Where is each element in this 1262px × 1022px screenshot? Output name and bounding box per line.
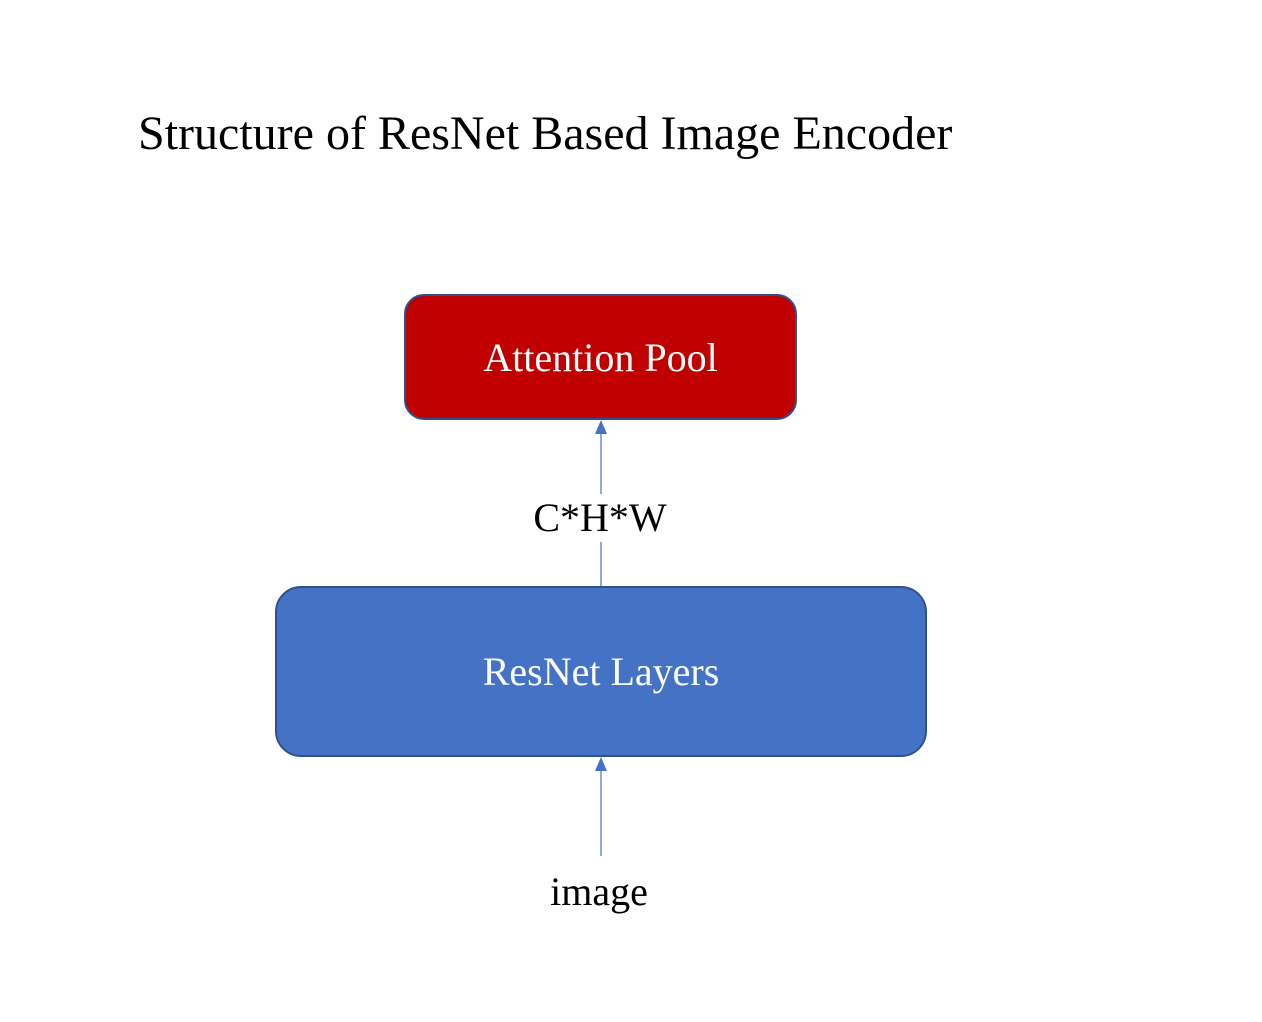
arrow-image-to-resnet: [595, 757, 607, 856]
attention-pool-box: Attention Pool: [404, 294, 797, 420]
input-image-label: image: [550, 869, 648, 914]
diagram-title: Structure of ResNet Based Image Encoder: [138, 107, 953, 160]
edge-label-chw: C*H*W: [531, 494, 669, 542]
resnet-layers-label: ResNet Layers: [482, 649, 720, 694]
attention-pool-label: Attention Pool: [483, 334, 718, 380]
resnet-layers-box: ResNet Layers: [275, 586, 927, 757]
